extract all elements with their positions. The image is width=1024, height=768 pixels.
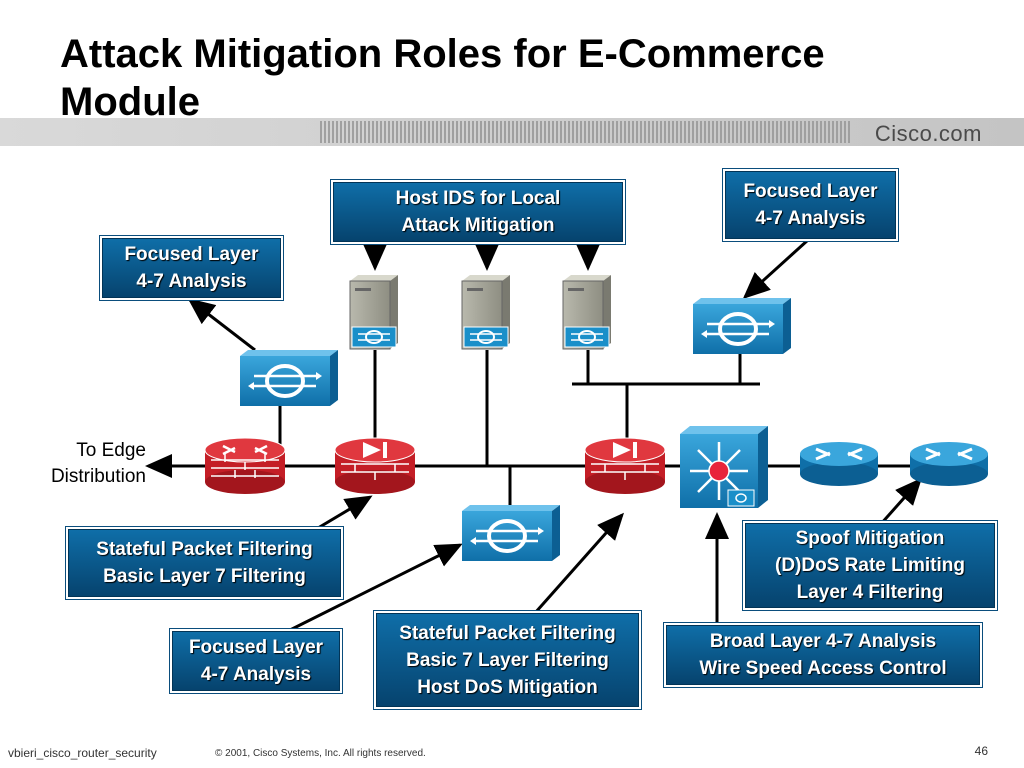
callout-arrows xyxy=(145,238,922,632)
footer-file-name: vbieri_cisco_router_security xyxy=(8,746,157,760)
label-line: Basic 7 Layer Filtering xyxy=(406,649,609,671)
arrow-focused-bottom xyxy=(289,543,463,632)
layer3-switch-icon xyxy=(680,426,768,508)
title-line-1: Attack Mitigation Roles for E-Commerce xyxy=(60,32,825,76)
ids-sensor-icon xyxy=(240,350,338,406)
label-line: Focused Layer xyxy=(188,637,324,658)
title-line-2: Module xyxy=(60,80,200,124)
router-icon xyxy=(800,442,878,486)
label-line: 4-7 Analysis xyxy=(755,208,866,229)
label-line: Broad Layer 4-7 Analysis xyxy=(709,631,937,652)
page-number: 46 xyxy=(974,744,988,758)
label-line: Layer 4 Filtering xyxy=(796,582,944,603)
server-icon xyxy=(562,275,611,350)
label-focused-bottom: Focused Layer 4-7 Analysis xyxy=(172,631,340,691)
label-stateful-left: Stateful Packet Filtering Basic Layer 7 … xyxy=(68,529,341,597)
edge-line-1: To Edge xyxy=(76,440,146,461)
arrow-focused-top-right xyxy=(742,238,810,300)
label-line: Host IDS for Local xyxy=(395,188,561,209)
label-line: Stateful Packet Filtering xyxy=(96,539,313,560)
label-line: Host DoS Mitigation xyxy=(417,676,598,698)
arrow-stateful-left xyxy=(317,495,373,530)
label-line: (D)DoS Rate Limiting xyxy=(775,555,965,576)
ids-sensor-icon xyxy=(693,298,791,354)
label-focused-top-right: Focused Layer 4-7 Analysis xyxy=(725,171,896,239)
label-line: Focused Layer xyxy=(743,181,878,202)
label-line: Stateful Packet Filtering xyxy=(399,622,616,644)
header-banner xyxy=(0,118,1024,146)
label-focused-left: Focused Layer 4-7 Analysis xyxy=(102,238,281,298)
label-line: Wire Speed Access Control xyxy=(699,658,947,679)
arrow-spoof xyxy=(878,477,922,526)
ids-sensor-icon xyxy=(462,505,560,561)
label-host-ids: Host IDS for Local Attack Mitigation xyxy=(333,182,623,242)
label-spoof: Spoof Mitigation (D)DoS Rate Limiting La… xyxy=(745,523,995,608)
arrow-stateful-bottom xyxy=(533,512,624,614)
slide-title: Attack Mitigation Roles for E-Commerce M… xyxy=(60,30,980,126)
label-broad: Broad Layer 4-7 Analysis Wire Speed Acce… xyxy=(666,625,980,685)
firewall-icon xyxy=(584,437,666,494)
label-line: 4-7 Analysis xyxy=(200,664,312,685)
footer-copyright: © 2001, Cisco Systems, Inc. All rights r… xyxy=(215,748,426,759)
edge-line-2: Distribution xyxy=(50,466,146,487)
arrow-focused-left xyxy=(187,298,256,352)
server-icon xyxy=(349,275,398,350)
firewall-router-icon xyxy=(204,437,286,494)
label-line: Spoof Mitigation xyxy=(795,528,945,549)
label-line: Attack Mitigation xyxy=(401,215,555,236)
server-icon xyxy=(461,275,510,350)
label-stateful-bottom: Stateful Packet Filtering Basic 7 Layer … xyxy=(376,613,639,707)
label-line: Basic Layer 7 Filtering xyxy=(103,566,306,587)
edge-distribution-label: To Edge Distribution xyxy=(14,438,146,490)
label-line: Focused Layer xyxy=(124,244,259,265)
label-line: 4-7 Analysis xyxy=(136,271,247,292)
router-icon xyxy=(910,442,988,486)
firewall-icon xyxy=(334,437,416,494)
cisco-logo: Cisco.com xyxy=(874,121,982,146)
